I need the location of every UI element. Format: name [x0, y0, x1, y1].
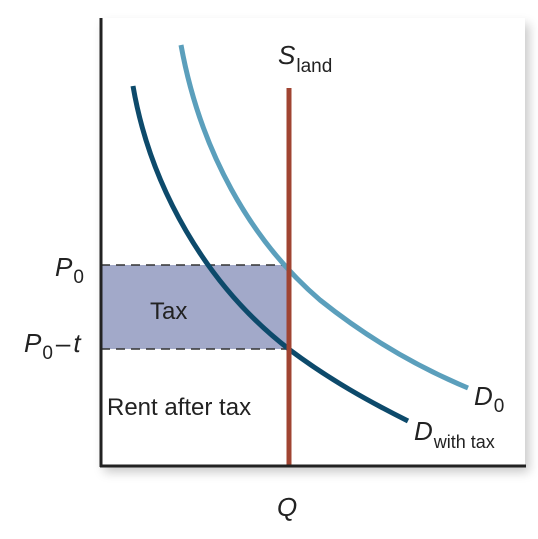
tax-label: Tax	[150, 298, 187, 325]
supply-label: Sland	[278, 40, 332, 77]
tax-area	[101, 265, 289, 349]
diagram-card	[100, 18, 525, 466]
d0-label: D0	[474, 381, 504, 417]
d-with-tax-label: Dwith tax	[414, 416, 495, 452]
p0-label: P0	[55, 252, 84, 288]
demand-curve-with-tax	[130, 85, 410, 424]
q-label: Q	[277, 492, 297, 522]
p0-minus-t-label: P0–t	[24, 328, 82, 364]
demand-curve-original	[178, 44, 469, 391]
rent-after-tax-label: Rent after tax	[107, 394, 251, 421]
